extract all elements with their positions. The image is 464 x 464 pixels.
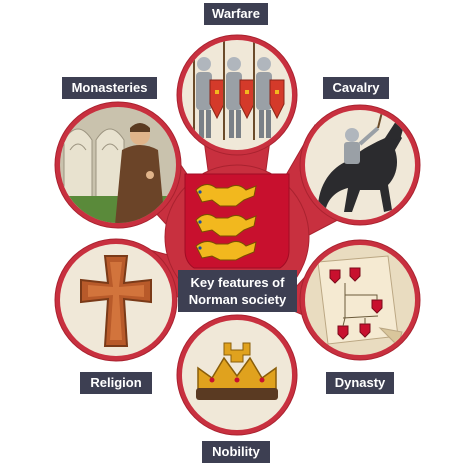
family-tree-scroll-icon — [305, 245, 415, 355]
center-title-line2: Norman society — [188, 292, 287, 307]
center-title: Key features of Norman society — [178, 270, 297, 312]
label-cavalry: Cavalry — [323, 77, 389, 99]
knight-on-horse-icon — [305, 110, 415, 220]
center-title-line1: Key features of — [190, 275, 285, 290]
three-lions-shield-icon — [184, 173, 290, 269]
soldiers-icon — [182, 40, 292, 150]
label-monasteries: Monasteries — [62, 77, 157, 99]
label-warfare: Warfare — [204, 3, 268, 25]
crown-icon — [182, 320, 292, 430]
label-dynasty: Dynasty — [326, 372, 394, 394]
cross-icon — [60, 244, 172, 356]
label-nobility: Nobility — [202, 441, 270, 463]
label-religion: Religion — [80, 372, 152, 394]
